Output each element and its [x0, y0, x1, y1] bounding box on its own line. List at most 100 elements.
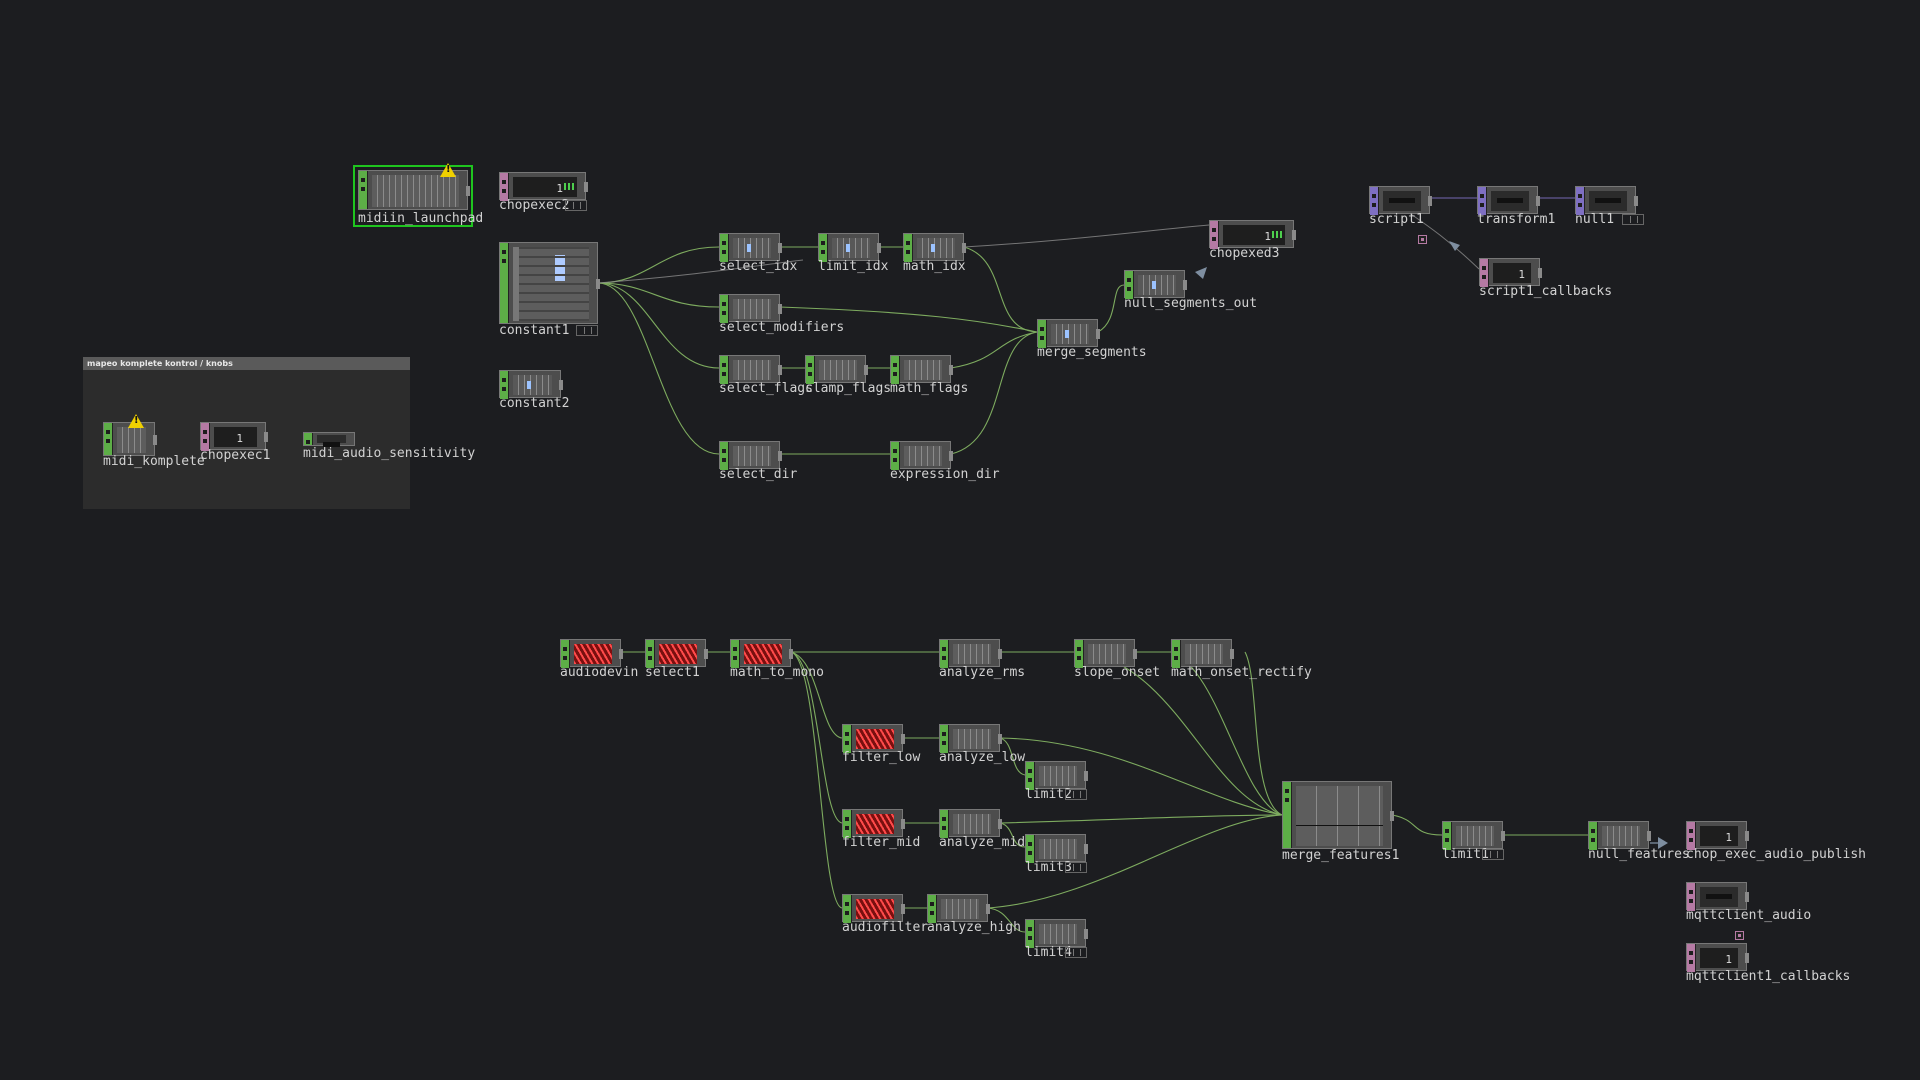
node-analyze-rms[interactable]: analyze_rms: [939, 639, 1025, 679]
wire: [597, 282, 720, 455]
node-math-flags[interactable]: math_flags: [890, 355, 968, 395]
node-null-segments-out[interactable]: null_segments_out: [1124, 270, 1257, 310]
wire: [1391, 814, 1443, 836]
node-midiin-launchpad[interactable]: ! midiin_launchpad: [353, 163, 483, 227]
node-select-flags[interactable]: select_flags: [719, 355, 813, 395]
node-chopexec2[interactable]: 1 chopexec2: [499, 172, 588, 212]
node-label: chopexec1: [200, 448, 271, 463]
node-audiodevin[interactable]: audiodevin: [560, 639, 638, 679]
node-flags[interactable]: [1482, 849, 1504, 860]
node-math-idx[interactable]: math_idx: [903, 233, 966, 273]
node-flags[interactable]: [565, 200, 587, 211]
annotation-title: mapeo komplete kontrol / knobs: [83, 357, 410, 370]
node-math-onset-rectify[interactable]: math_onset_rectify: [1171, 639, 1312, 679]
node-label: filter_low: [842, 750, 921, 765]
node-limit4[interactable]: limit4: [1025, 919, 1088, 959]
node-label: null_segments_out: [1124, 296, 1258, 311]
wire: [1097, 284, 1125, 333]
node-label: analyze_mid: [939, 835, 1026, 850]
node-label: select_dir: [719, 467, 798, 482]
node-math-to-mono[interactable]: math_to_mono: [730, 639, 824, 679]
node-limit3[interactable]: limit3: [1025, 834, 1088, 874]
wire: [999, 814, 1283, 824]
node-label: chop_exec_audio_publish: [1686, 847, 1867, 862]
node-analyze-low[interactable]: analyze_low: [939, 724, 1025, 764]
node-select-dir[interactable]: select_dir: [719, 441, 797, 481]
node-label: constant2: [499, 396, 570, 411]
node-slope-onset[interactable]: slope_onset: [1074, 639, 1160, 679]
node-filter-low[interactable]: filter_low: [842, 724, 920, 764]
node-label: transform1: [1477, 212, 1556, 227]
arrow: [1449, 241, 1460, 251]
node-label: script1_callbacks: [1479, 284, 1613, 299]
node-constant1[interactable]: constant1: [499, 242, 600, 340]
node-label: script1: [1369, 212, 1424, 227]
node-merge-features1[interactable]: merge_features1: [1282, 781, 1399, 865]
node-midi-audio-sensitivity[interactable]: midi_audio_sensitivity: [303, 432, 475, 460]
node-select-modifiers[interactable]: select_modifiers: [719, 294, 844, 334]
node-script1[interactable]: script1: [1369, 186, 1432, 226]
node-filter-mid[interactable]: filter_mid: [842, 809, 920, 849]
ticks-icon: [564, 183, 574, 190]
node-label: midiin_launchpad: [358, 211, 484, 226]
node-mqttclient-audio[interactable]: mqttclient_audio: [1686, 882, 1811, 922]
node-expression-dir[interactable]: expression_dir: [890, 441, 1000, 481]
wire: [950, 331, 1038, 369]
node-merge-segments[interactable]: merge_segments: [1037, 319, 1147, 359]
node-limit2[interactable]: limit2: [1025, 761, 1088, 801]
node-label: null_features: [1588, 847, 1690, 862]
node-limit-idx[interactable]: limit_idx: [818, 233, 888, 273]
node-chopexed3[interactable]: 1 chopexed3: [1209, 220, 1296, 260]
node-label: select1: [645, 665, 700, 680]
wire: [963, 224, 1210, 248]
node-null-features[interactable]: null_features: [1588, 821, 1690, 861]
node-label: filter_mid: [842, 835, 921, 850]
node-flags[interactable]: [1065, 862, 1087, 873]
node-flags[interactable]: [1065, 789, 1087, 800]
node-flags[interactable]: [1622, 214, 1644, 225]
node-label: limit3: [1025, 860, 1072, 875]
node-clamp-flags[interactable]: clamp_flags: [805, 355, 891, 395]
node-label: expression_dir: [890, 467, 1000, 482]
node-label: audiofilter: [842, 920, 929, 935]
node-label: null1: [1575, 212, 1615, 227]
node-script1-callbacks[interactable]: 1 script1_callbacks: [1479, 258, 1612, 298]
node-label: chopexec2: [499, 198, 570, 213]
node-chopexec1[interactable]: 1 chopexec1: [200, 422, 270, 462]
node-mqttclient1-callbacks[interactable]: 1 mqttclient1_callbacks: [1686, 943, 1850, 983]
node-flags[interactable]: [1065, 947, 1087, 958]
docked-dat-icon[interactable]: [1735, 931, 1744, 940]
node-label: limit1: [1442, 847, 1489, 862]
node-audiofilter[interactable]: audiofilter: [842, 894, 928, 934]
node-label: analyze_high: [927, 920, 1021, 935]
node-limit1[interactable]: limit1: [1442, 821, 1505, 861]
node-label: constant1: [499, 323, 570, 338]
node-label: chopexed3: [1209, 246, 1280, 261]
docked-dat-icon[interactable]: [1418, 235, 1427, 244]
node-label: select_idx: [719, 259, 798, 274]
node-midi-komplete[interactable]: ! midi_komplete: [103, 414, 205, 470]
node-flags[interactable]: [576, 325, 598, 336]
warning-icon: !: [128, 414, 144, 428]
node-select-idx[interactable]: select_idx: [719, 233, 797, 273]
node-label: merge_segments: [1037, 345, 1147, 360]
node-analyze-mid[interactable]: analyze_mid: [939, 809, 1025, 849]
node-constant2[interactable]: constant2: [499, 370, 569, 410]
node-label: midi_audio_sensitivity: [303, 446, 476, 461]
node-label: mqttclient_audio: [1686, 908, 1812, 923]
node-chop-exec-audio-publish[interactable]: 1 chop_exec_audio_publish: [1686, 821, 1866, 861]
node-label: merge_features1: [1282, 848, 1400, 863]
node-label: math_to_mono: [730, 665, 824, 680]
node-null1[interactable]: null1: [1575, 186, 1644, 226]
wire: [597, 282, 720, 308]
node-transform1[interactable]: transform1: [1477, 186, 1555, 226]
warning-icon: !: [440, 163, 456, 177]
ticks-icon: [1272, 231, 1282, 238]
node-label: mqttclient1_callbacks: [1686, 969, 1851, 984]
node-label: analyze_low: [939, 750, 1026, 765]
node-label: slope_onset: [1074, 665, 1161, 680]
wire: [597, 246, 720, 284]
node-analyze-high[interactable]: analyze_high: [927, 894, 1021, 934]
node-select1[interactable]: select1: [645, 639, 708, 679]
